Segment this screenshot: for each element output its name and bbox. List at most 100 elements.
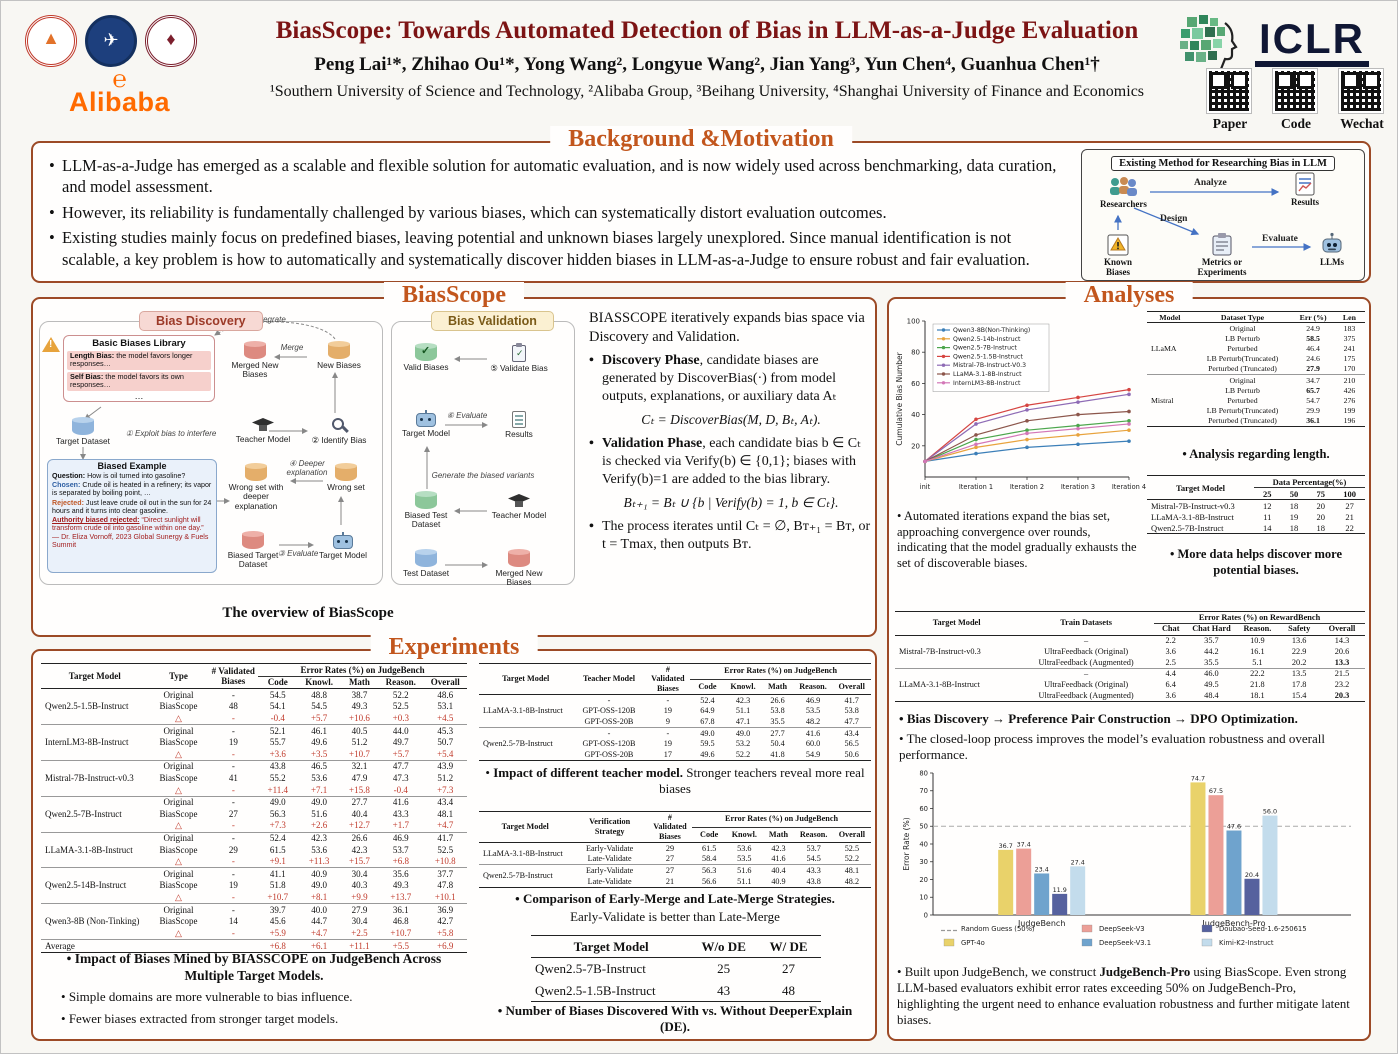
database-icon [415, 491, 437, 509]
label-evaluate: Evaluate [1262, 234, 1298, 244]
qr-label-wechat: Wechat [1340, 116, 1384, 131]
svg-text:DeepSeek-V3.1: DeepSeek-V3.1 [1099, 939, 1151, 947]
flow-node-validation-teacher-model: Teacher Model [491, 491, 547, 520]
svg-text:DeepSeek-V3: DeepSeek-V3 [1099, 925, 1145, 933]
svg-text:Error Rate (%): Error Rate (%) [902, 817, 911, 870]
experiments-bullet-2: Fewer biases extracted from stronger tar… [61, 1011, 461, 1027]
teacher-icon [251, 417, 275, 433]
svg-text:Cumulative Bias Number: Cumulative Bias Number [895, 351, 904, 445]
affiliations: ¹Southern University of Science and Tech… [269, 83, 1145, 101]
generate-variants-label: Generate the biased variants [431, 471, 535, 480]
svg-text:40: 40 [919, 840, 928, 848]
alibaba-logo: ℮ Alibaba [69, 68, 170, 118]
section-background: Background &Motivation LLM-as-a-Judge ha… [31, 126, 1371, 283]
node-researchers: Researchers [1100, 176, 1147, 210]
validation-formula: Bₜ₊₁ = Bₜ ∪ {b | Verify(b) = 1, b ∈ Cₜ}. [623, 494, 839, 510]
teacher-table-note: Impact of different teacher model. Stron… [479, 765, 871, 798]
svg-text:Qwen2.5-14b-Instruct: Qwen2.5-14b-Instruct [953, 336, 1021, 343]
biasscope-flowchart: Bias Discovery Bias Validation [39, 311, 577, 605]
flow-node-target-dataset: Target Dataset [55, 417, 111, 446]
background-bullet-3: Existing studies mainly focus on predefi… [47, 227, 1069, 270]
method-text: BIASSCOPE iteratively expands bias space… [589, 309, 873, 556]
flow-node-new-biases: New Biases [311, 341, 367, 370]
university-logo-beihang [85, 15, 137, 67]
magnifier-icon [330, 416, 348, 434]
flow-node-target-model: Target Model [317, 531, 369, 560]
university-logo-sufe [145, 15, 197, 67]
svg-text:30: 30 [919, 858, 928, 866]
flow-node-merged-new-biases: Merged New Biases [227, 341, 283, 380]
qr-code-wechat [1338, 68, 1384, 114]
example-authority-rejected: Authority biased rejected: “Direct sunli… [52, 516, 209, 549]
svg-text:60: 60 [919, 805, 928, 813]
merge-label: Merge [280, 343, 304, 352]
document-icon [512, 411, 526, 428]
database-icon [244, 341, 266, 359]
svg-text:50: 50 [919, 823, 928, 831]
svg-text:20: 20 [919, 876, 928, 884]
svg-text:Doubao-Seed-1.6-250615: Doubao-Seed-1.6-250615 [1219, 925, 1307, 933]
main-table-note: Impact of Biases Mined by BIASSCOPE on J… [41, 951, 467, 985]
flow-node-identify-bias: ② Identify Bias [311, 415, 367, 445]
svg-text:Iteration 3: Iteration 3 [1061, 483, 1095, 491]
background-bullet-1: LLM-as-a-Judge has emerged as a scalable… [47, 155, 1069, 198]
verify-table-subnote: Early-Validate is better than Late-Merge [570, 909, 780, 924]
researchers-icon [1110, 177, 1137, 196]
svg-text:LLaMA-3.1-8B-Instruct: LLaMA-3.1-8B-Instruct [953, 371, 1022, 378]
database-icon [335, 463, 357, 481]
de-table-note: Number of Biases Discovered With vs. Wit… [493, 1003, 857, 1036]
database-icon [242, 531, 264, 549]
self-bias-entry: Self Bias: the model favors its own resp… [67, 371, 211, 391]
validation-phase-bullet: Validation Phase, each candidate bias b … [589, 435, 873, 489]
svg-text:80: 80 [911, 349, 920, 357]
section-title-analyses: Analyses [1065, 282, 1193, 309]
llms-robot-icon [1322, 232, 1342, 253]
node-results: Results [1282, 172, 1328, 208]
flow-node-wrong-set-deeper: Wrong set with deeper explanation [225, 463, 287, 511]
known-biases-icon [1107, 234, 1129, 256]
experiments-bullet-1: Simple domains are more vulnerable to bi… [61, 989, 461, 1005]
database-icon [328, 341, 350, 359]
dpo-note: Bias Discovery → Preference Pair Constru… [899, 711, 1361, 727]
database-icon [415, 549, 437, 567]
svg-text:JudgeBench: JudgeBench [1017, 919, 1065, 928]
authors: Peng Lai¹*, Zhihao Ou¹*, Yong Wang², Lon… [314, 54, 1100, 76]
iteration-bullet: The process iterates until Cₜ = ∅, Bᴛ₊₁ … [589, 518, 873, 554]
svg-text:20.4: 20.4 [1245, 871, 1259, 879]
node-known-biases: Known Biases [1092, 232, 1144, 277]
qr-label-code: Code [1281, 116, 1311, 131]
qr-code-item: Code [1272, 68, 1319, 132]
biased-example-box: Biased Example Question: How is oil turn… [47, 459, 217, 573]
node-metrics: Metrics or Experiments [1190, 232, 1254, 277]
node-llms: LLMs [1310, 232, 1354, 268]
svg-text:0: 0 [924, 911, 928, 919]
flow-node-wrong-set: Wrong set [321, 463, 371, 492]
warning-icon [42, 337, 60, 352]
exploit-label: ① Exploit bias to interfere [125, 429, 217, 438]
svg-text:Iteration 1: Iteration 1 [959, 483, 993, 491]
svg-text:60: 60 [911, 380, 920, 388]
svg-text:Iteration 4: Iteration 4 [1112, 483, 1146, 491]
flow-node-valid-biases: Valid Biases [397, 343, 455, 372]
svg-text:36.7: 36.7 [999, 842, 1013, 850]
svg-text:JudgeBench-Pro: JudgeBench-Pro [1201, 919, 1265, 928]
svg-text:Qwen2.5-1.5B-Instruct: Qwen2.5-1.5B-Instruct [953, 353, 1023, 360]
example-rejected: Rejected: Just leave crude oil out in th… [52, 498, 212, 515]
clipboard-check-icon [512, 343, 526, 362]
svg-text:27.4: 27.4 [1071, 858, 1085, 866]
flowchart-caption: The overview of BiasScope [222, 605, 394, 621]
basic-biases-library: Basic Biases Library Length Bias: the mo… [63, 335, 215, 402]
svg-text:23.4: 23.4 [1035, 865, 1049, 873]
judgebench-pro-note: Built upon JudgeBench, we construct Judg… [897, 965, 1361, 1029]
flow-node-validation-merged-new-biases: Merged New Biases [491, 549, 547, 588]
